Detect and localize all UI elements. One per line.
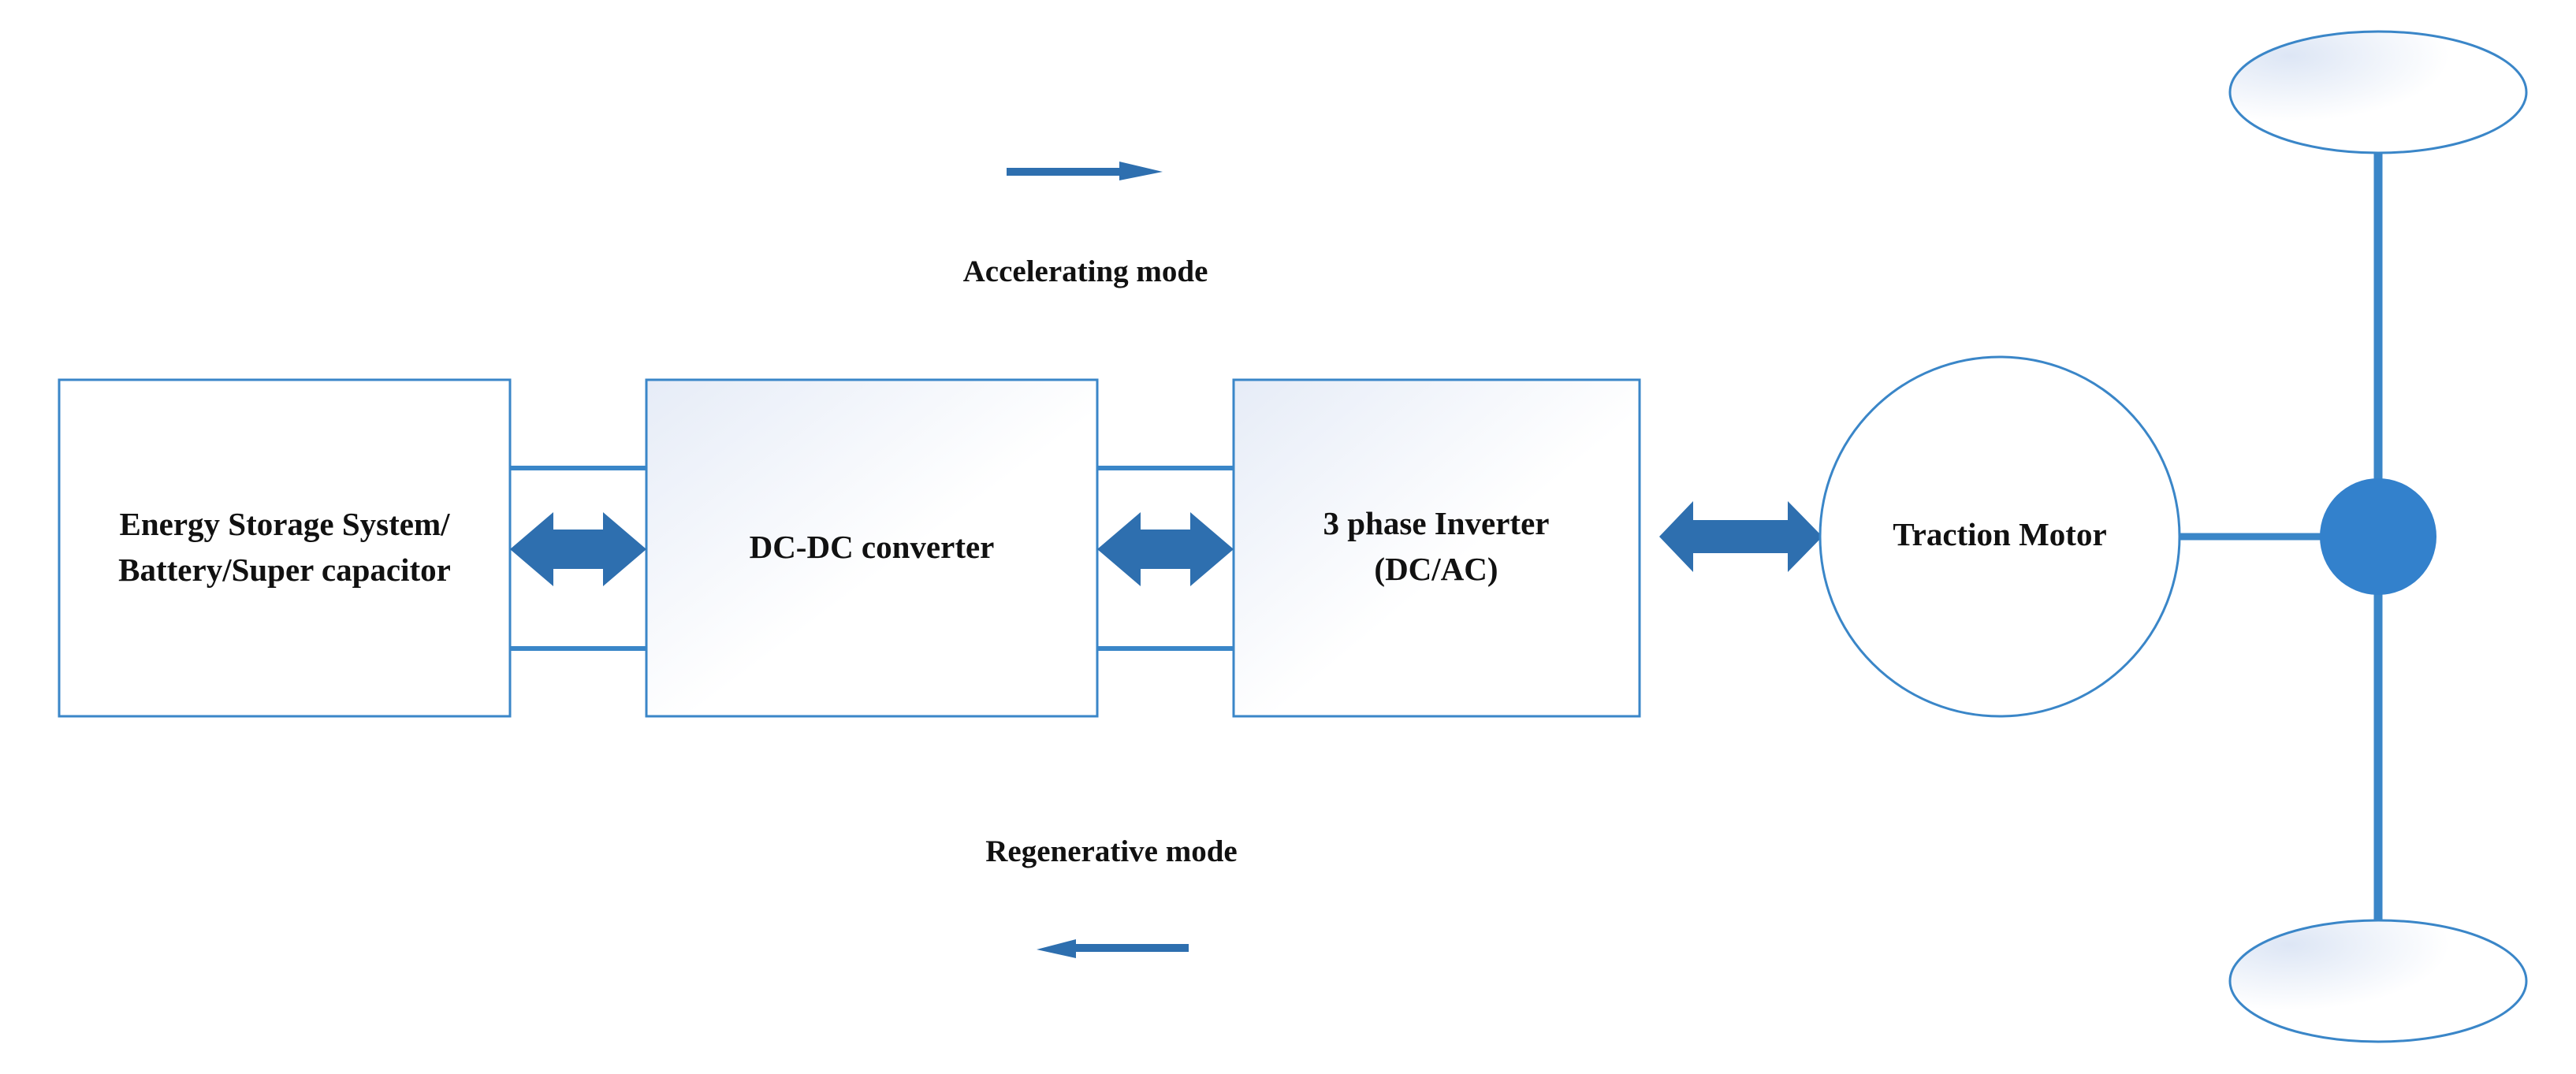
- accelerating-direction-arrow: [1007, 162, 1163, 180]
- bidirectional-arrow-storage-dcdc: [510, 512, 646, 586]
- bidirectional-arrow-inverter-motor: [1659, 501, 1822, 572]
- traction-motor-label: Traction Motor: [1893, 516, 2106, 552]
- regenerative-direction-arrow: [1037, 939, 1189, 958]
- traction-motor: Traction Motor: [1818, 355, 2181, 718]
- energy-storage-label-line2: Battery/Super capacitor: [118, 552, 451, 588]
- dcdc-converter-block: DC-DC converter: [645, 378, 1099, 718]
- top-wheel: [2228, 30, 2528, 154]
- bus-lines: [510, 466, 1234, 651]
- bottom-wheel: [2228, 919, 2528, 1043]
- energy-storage-label-line1: Energy Storage System/: [119, 506, 450, 542]
- energy-storage-block: Energy Storage System/ Battery/Super cap…: [58, 378, 512, 718]
- bidirectional-arrow-dcdc-inverter: [1097, 512, 1234, 586]
- accelerating-mode-label: Accelerating mode: [963, 255, 1208, 288]
- inverter-label-line1: 3 phase Inverter: [1323, 505, 1550, 541]
- regenerative-mode-label: Regenerative mode: [985, 834, 1237, 868]
- dcdc-converter-label: DC-DC converter: [750, 529, 995, 565]
- inverter-label-line2: (DC/AC): [1374, 551, 1498, 587]
- differential-hub: [2320, 478, 2436, 595]
- inverter-block: 3 phase Inverter (DC/AC): [1232, 378, 1641, 718]
